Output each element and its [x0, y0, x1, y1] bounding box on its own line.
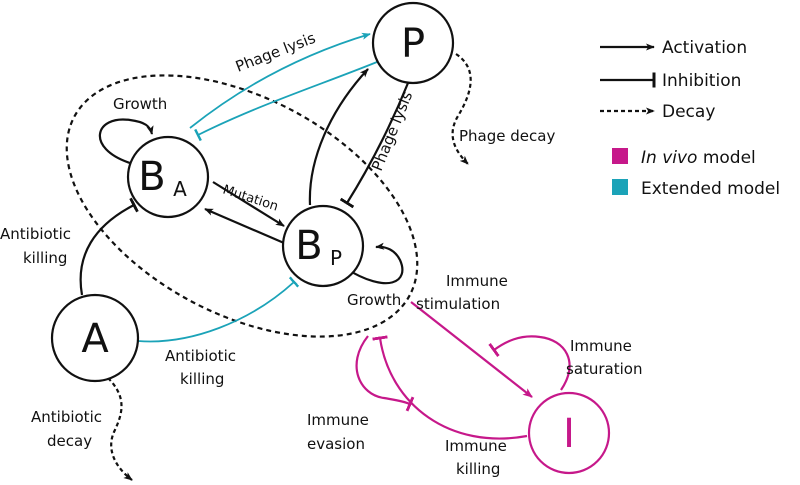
edge-phage-inhibits-ba-cyan	[194, 61, 378, 142]
edge-growth-bp-loop	[344, 242, 404, 285]
node-bp-subscript: P	[330, 246, 342, 270]
edge-growth-ba-loop	[98, 118, 154, 165]
edge-mutation-bp-to-ba	[204, 207, 285, 245]
label-antibiotic-decay-line2: decay	[47, 432, 92, 450]
edge-immune-evasion	[355, 335, 415, 412]
label-phage-lysis-top: Phage lysis	[233, 29, 318, 76]
edge-bp-to-p-activation	[308, 68, 369, 206]
node-bp-letter: B	[295, 223, 322, 269]
legend-activation-label: Activation	[662, 38, 747, 58]
node-ba-subscript: A	[173, 177, 187, 201]
label-immune-saturation-line1: Immune	[570, 337, 632, 355]
label-phage-decay: Phage decay	[459, 127, 555, 145]
edge-antibiotic-killing-cyan	[137, 276, 300, 343]
label-antibiotic-killing-left-line1: Antibiotic	[0, 225, 71, 243]
label-immune-killing-line2: killing	[456, 460, 500, 478]
label-immune-evasion-line2: evasion	[307, 435, 365, 453]
legend-in-vivo-italic: In vivo	[641, 148, 697, 168]
edge-immune-killing	[372, 335, 528, 440]
node-ba: B A	[126, 135, 210, 219]
node-a: A	[50, 293, 140, 383]
node-p-letter: P	[401, 21, 425, 67]
legend-in-vivo-label: In vivo model	[641, 148, 756, 168]
label-growth-ba: Growth	[113, 95, 167, 113]
label-growth-bp: Growth	[347, 291, 401, 309]
legend-inhibition-label: Inhibition	[662, 71, 741, 91]
node-bp: B P	[281, 204, 365, 288]
legend-extended-label: Extended model	[641, 179, 780, 199]
edge-phage-decay	[451, 53, 472, 165]
label-immune-stimulation-line1: Immune	[446, 272, 508, 290]
edge-phage-lysis-cyan-activation	[189, 32, 371, 129]
label-antibiotic-killing-left-line2: killing	[23, 249, 67, 267]
node-a-letter: A	[81, 316, 109, 362]
label-immune-saturation-line2: saturation	[566, 360, 643, 378]
edge-p-inhibits-bp	[339, 82, 410, 209]
label-immune-killing-line1: Immune	[445, 437, 507, 455]
label-mutation: Mutation	[221, 183, 280, 215]
legend-extended-swatch	[612, 179, 628, 195]
node-i: I	[527, 391, 611, 475]
legend: Activation Inhibition Decay In vivo mode…	[600, 38, 780, 199]
label-antibiotic-decay-line1: Antibiotic	[31, 408, 102, 426]
node-ba-letter: B	[138, 154, 165, 200]
label-antibiotic-killing-bottom-line1: Antibiotic	[165, 347, 236, 365]
edge-mutation-ba-to-bp	[212, 181, 285, 227]
edge-immune-stimulation	[410, 301, 533, 398]
node-p: P	[371, 1, 455, 85]
label-immune-evasion-line1: Immune	[307, 411, 369, 429]
legend-in-vivo-swatch	[612, 148, 628, 164]
edge-antibiotic-decay	[107, 377, 133, 481]
label-phage-lysis-side: Phage lysis	[368, 89, 416, 174]
label-antibiotic-killing-bottom-line2: killing	[180, 370, 224, 388]
edge-antibiotic-inhibits-ba	[79, 197, 139, 296]
legend-in-vivo-rest: model	[697, 148, 755, 168]
node-i-letter: I	[563, 411, 575, 457]
label-immune-stimulation-line2: stimulation	[416, 295, 500, 313]
legend-decay-label: Decay	[662, 102, 715, 122]
edge-immune-saturation	[488, 335, 571, 391]
